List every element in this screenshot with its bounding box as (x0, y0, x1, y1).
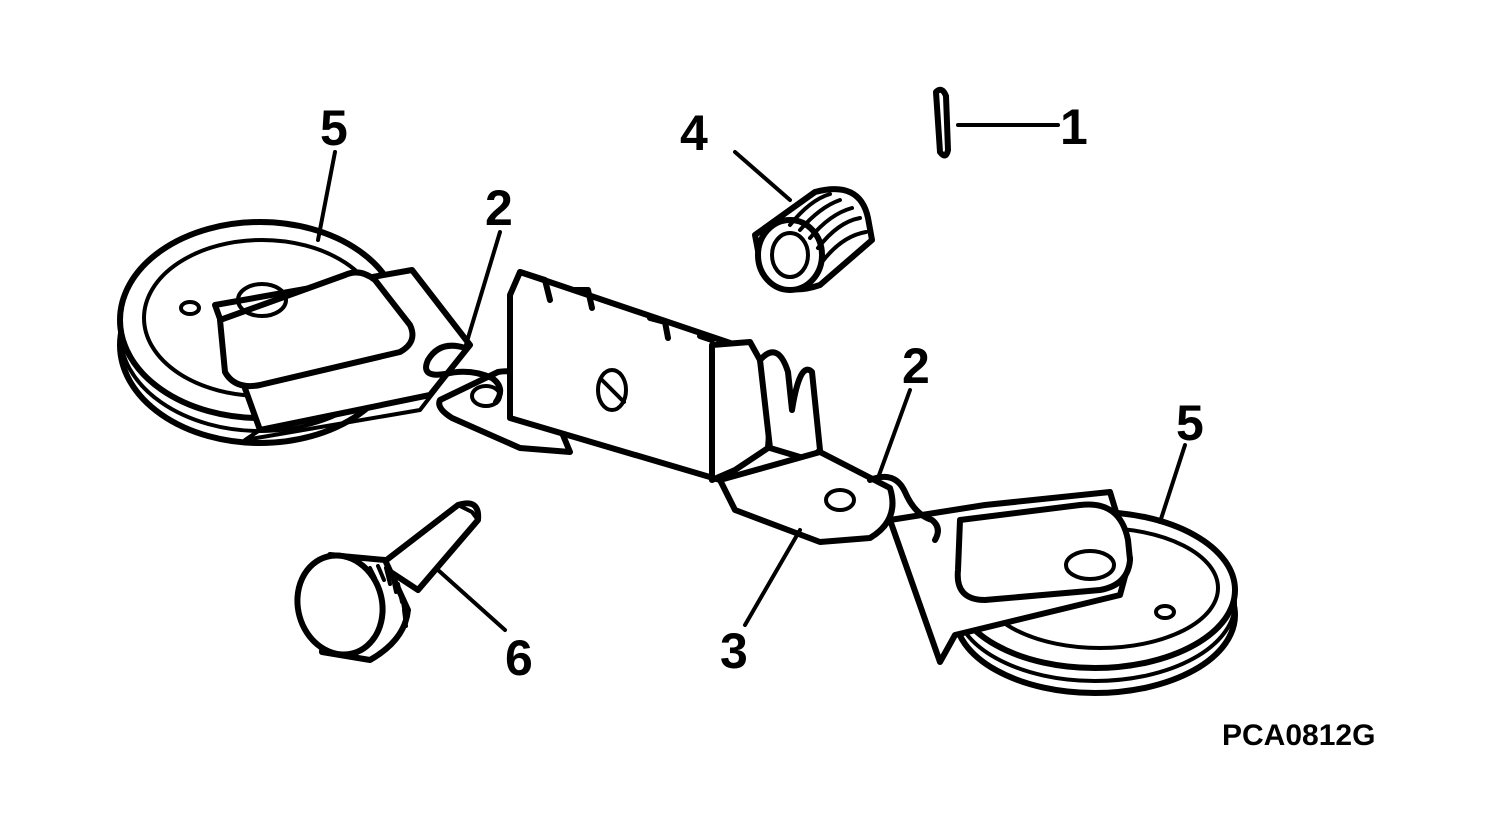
left-pulley-bracket (212, 267, 473, 442)
figure-id: PCA0812G (1222, 719, 1375, 752)
knob-bolt (294, 500, 482, 663)
callout-2-left: 2 (485, 180, 513, 236)
center-bracket (507, 269, 896, 545)
callout-3: 3 (720, 623, 748, 679)
spring (752, 186, 875, 293)
callout-5-left: 5 (320, 100, 348, 156)
left-hook-pin-2 (423, 342, 504, 405)
callout-4: 4 (680, 105, 708, 161)
right-pulley-bracket (887, 489, 1133, 665)
callout-1: 1 (1060, 99, 1088, 155)
callout-2-right: 2 (902, 338, 930, 394)
pin (933, 86, 951, 159)
callout-5-right: 5 (1176, 395, 1204, 451)
leader-lines (316, 123, 1187, 632)
right-hook-pin-2 (867, 474, 941, 543)
callout-6: 6 (505, 630, 533, 686)
